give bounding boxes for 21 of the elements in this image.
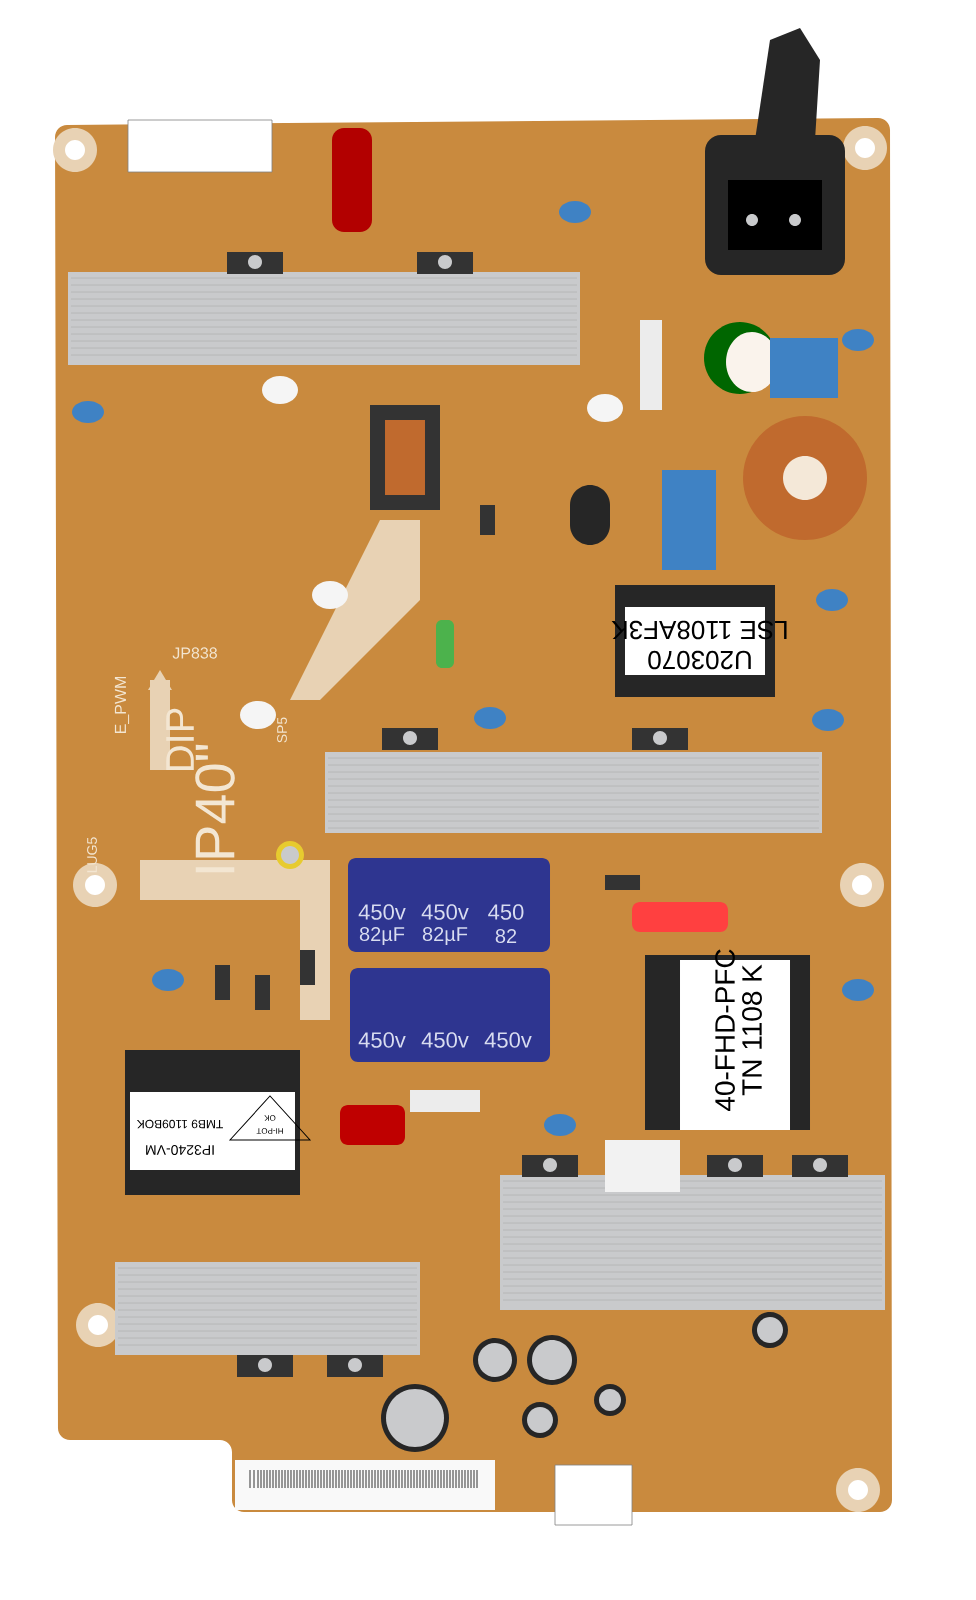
silkscreen-text: JP838 bbox=[172, 647, 217, 659]
component-marking: IP3240-VM bbox=[146, 1145, 214, 1155]
component-marking: U203070 bbox=[648, 650, 751, 670]
capacitor-marking: 82 bbox=[495, 928, 517, 944]
component-marking: OK bbox=[264, 1115, 276, 1121]
capacitor-marking: 82µF bbox=[359, 926, 405, 946]
capacitor-marking: 450v bbox=[358, 904, 406, 920]
capacitor-marking: 450 bbox=[488, 904, 524, 920]
component-marking: 40-FHD-PFC bbox=[715, 949, 735, 1112]
capacitor-marking: 450v bbox=[421, 904, 469, 920]
capacitor-marking: 82µF bbox=[422, 926, 468, 946]
component-marking: HI-POT bbox=[256, 1128, 283, 1134]
silkscreen-text: SP5 bbox=[277, 717, 287, 743]
capacitor-marking: 450v bbox=[484, 1032, 532, 1048]
capacitor-marking: 450v bbox=[358, 1032, 406, 1048]
capacitor-marking: 450v bbox=[421, 1032, 469, 1048]
silkscreen-text: E_PWM bbox=[114, 677, 130, 734]
silkscreen-text: IP40" bbox=[195, 744, 235, 873]
component-marking: TN 1108 K bbox=[742, 964, 762, 1096]
component-marking: TMB9 1109BOK bbox=[136, 1119, 223, 1129]
silkscreen-text: DIP bbox=[166, 708, 194, 771]
